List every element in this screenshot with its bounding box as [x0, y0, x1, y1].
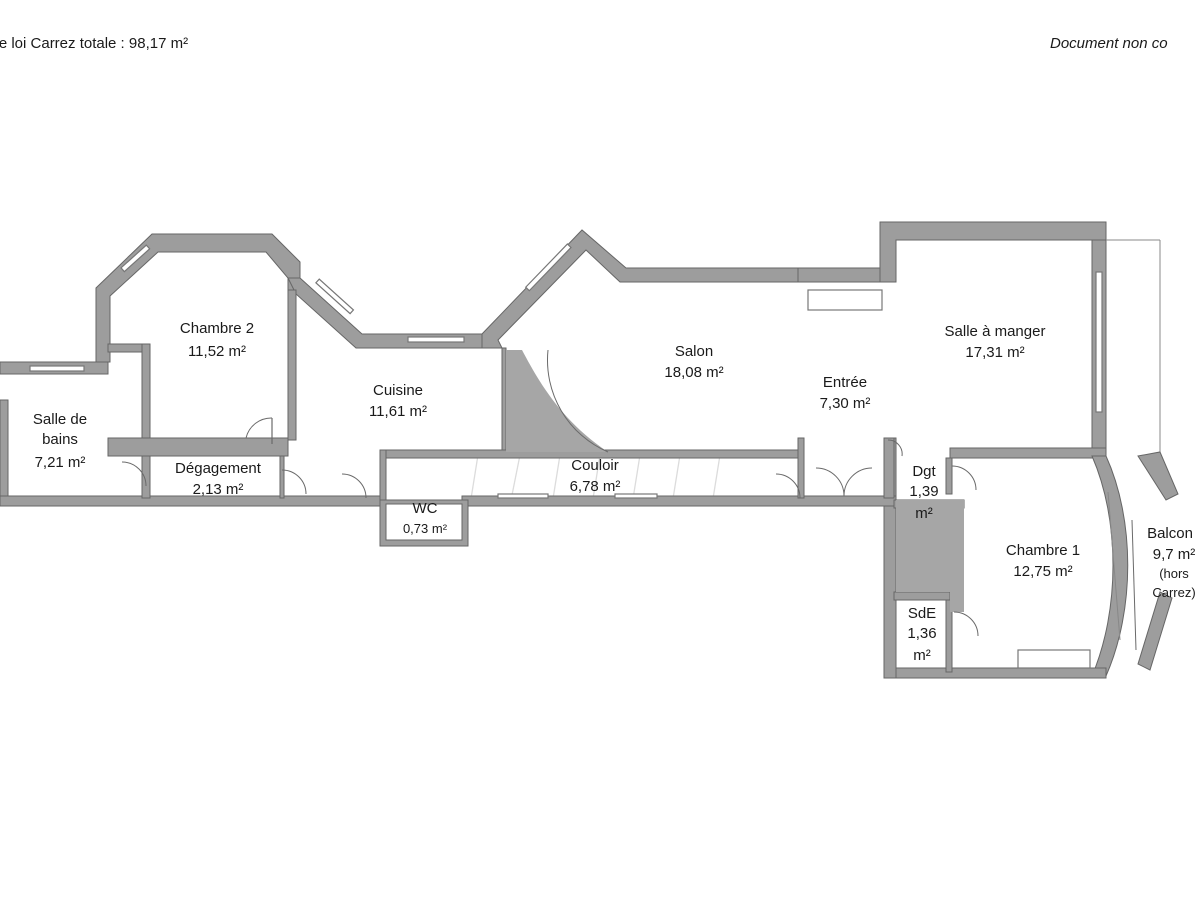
label-salle-a-manger: Salle à manger — [945, 323, 1046, 340]
area-salon: 18,08 m² — [664, 364, 723, 381]
area-balcon: 9,7 m² — [1153, 546, 1196, 563]
area-salle-a-manger: 17,31 m² — [965, 344, 1024, 361]
label-salle-de-bains-2: bains — [42, 431, 78, 448]
area-salle-de-bains: 7,21 m² — [35, 454, 86, 471]
note-balcon-2: Carrez) — [1152, 585, 1195, 600]
total-surface-text: cie loi Carrez totale : 98,17 m² — [0, 35, 189, 52]
disclaimer-text: Document non co — [1050, 35, 1168, 52]
area-chambre-2: 11,52 m² — [188, 343, 246, 360]
area-dgt-1: 1,39 — [909, 483, 938, 500]
label-salon: Salon — [675, 343, 713, 360]
windows — [29, 243, 1121, 669]
area-degagement: 2,13 m² — [193, 481, 244, 498]
label-entree: Entrée — [823, 374, 867, 391]
label-cuisine: Cuisine — [373, 382, 423, 399]
label-chambre-2: Chambre 2 — [180, 320, 254, 337]
area-sde-1: 1,36 — [907, 625, 936, 642]
area-couloir: 6,78 m² — [570, 478, 621, 495]
area-sde-2: m² — [913, 647, 931, 664]
area-dgt-2: m² — [915, 505, 933, 522]
shaded-areas — [506, 350, 964, 612]
label-dgt: Dgt — [912, 463, 936, 480]
label-wc: WC — [413, 500, 438, 517]
room-labels: Salle de bains 7,21 m² Chambre 2 11,52 m… — [33, 320, 1196, 664]
balcony — [1106, 239, 1179, 671]
label-salle-de-bains-1: Salle de — [33, 411, 87, 428]
area-chambre-1: 12,75 m² — [1013, 563, 1072, 580]
area-cuisine: 11,61 m² — [369, 403, 427, 420]
doors — [121, 349, 979, 637]
label-chambre-1: Chambre 1 — [1006, 542, 1080, 559]
note-balcon-1: (hors — [1159, 566, 1189, 581]
label-couloir: Couloir — [571, 457, 619, 474]
label-degagement: Dégagement — [175, 460, 262, 477]
label-sde: SdE — [908, 605, 936, 622]
area-wc: 0,73 m² — [403, 521, 448, 536]
area-entree: 7,30 m² — [820, 395, 871, 412]
label-balcon: Balcon — [1147, 525, 1193, 542]
